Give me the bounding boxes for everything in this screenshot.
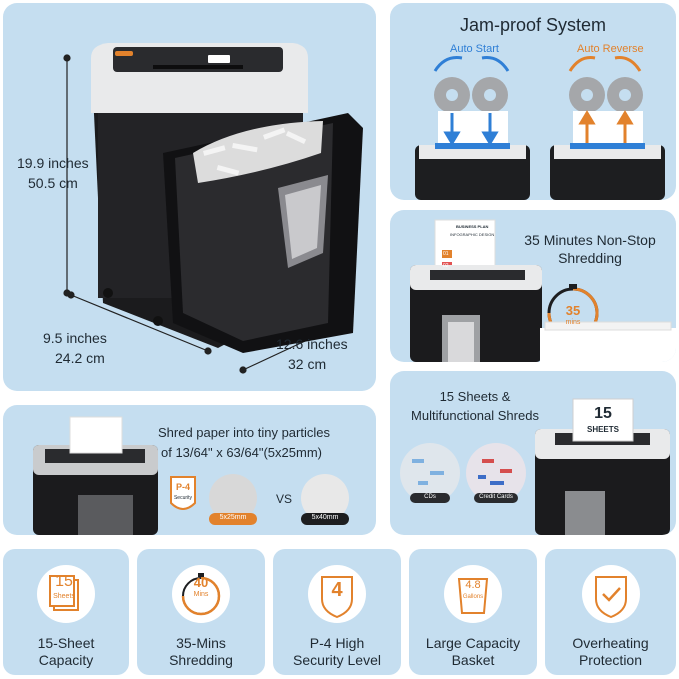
nonstop-line2: Shredding bbox=[558, 250, 622, 266]
basket-icon-number: 4.8 bbox=[465, 579, 481, 591]
timer-icon-number: 40 bbox=[193, 575, 209, 590]
feature-card-security: 4 P-4 High Security Level bbox=[273, 549, 401, 675]
jam-proof-illustration bbox=[415, 56, 665, 200]
timer-icon bbox=[172, 565, 230, 623]
capacity-label-line2: Capacity bbox=[38, 652, 94, 668]
shield-icon bbox=[308, 565, 366, 623]
card-subtitle: INFOGRAPHIC DESIGN bbox=[450, 232, 495, 237]
auto-reverse-label: Auto Reverse bbox=[577, 43, 644, 55]
badge-security: Security bbox=[173, 495, 193, 501]
size-large-label: 5x40mm bbox=[311, 514, 339, 521]
nonstop-illustration bbox=[410, 219, 676, 362]
jam-proof-title: Jam-proof System bbox=[459, 15, 607, 35]
main-product-panel: 19.9 inches 50.5 cm 9.5 inches 24.2 cm 1… bbox=[3, 3, 376, 391]
capacity-label: 15-Sheet Capacity bbox=[3, 635, 129, 669]
depth-inches-label: 9.5 inches bbox=[43, 330, 107, 346]
overheating-label-line2: Protection bbox=[578, 652, 643, 668]
capacity-icon-number: 15 bbox=[55, 573, 73, 590]
sheets-line1: 15 Sheets & bbox=[439, 389, 511, 404]
shield-icon-number: 4 bbox=[331, 579, 343, 601]
jam-proof-panel: Jam-proof System Auto Start Auto Reverse bbox=[390, 3, 676, 200]
height-cm-label: 50.5 cm bbox=[28, 175, 78, 191]
timer-unit: mins bbox=[565, 319, 581, 326]
shield-check-icon bbox=[581, 565, 640, 623]
basket-icon bbox=[444, 565, 502, 623]
sheets-illustration bbox=[400, 398, 670, 535]
nonstop-panel: 35 Minutes Non-Stop Shredding 35 mins BU… bbox=[390, 210, 676, 362]
shredding-time-label: 35-Mins Shredding bbox=[137, 635, 265, 669]
overheating-label-line1: Overheating bbox=[572, 635, 649, 651]
feature-card-overheating: Overheating Protection bbox=[545, 549, 676, 675]
shredder-illustration bbox=[63, 43, 363, 374]
sheets-line2: Multifunctional Shreds bbox=[411, 408, 539, 423]
shredding-time-label-line1: 35-Mins bbox=[176, 635, 226, 651]
auto-start-label: Auto Start bbox=[450, 43, 499, 55]
shred-size-panel: Shred paper into tiny particles of 13/64… bbox=[3, 405, 376, 535]
sign-word: SHEETS bbox=[586, 425, 619, 434]
basket-icon-sub: Gallons bbox=[462, 594, 484, 600]
shredding-time-label-line2: Shredding bbox=[169, 652, 233, 668]
badge-p4: P-4 bbox=[175, 482, 190, 492]
feature-card-basket: 4.8 Gallons Large Capacity Basket bbox=[409, 549, 537, 675]
card-step-1: 01 bbox=[443, 251, 449, 257]
credit-cards-label: Credit Cards bbox=[479, 494, 513, 500]
feature-card-shredding-time: 40 Mins 35-Mins Shredding bbox=[137, 549, 265, 675]
card-step-2: 02 bbox=[443, 263, 449, 269]
capacity-label-line1: 15-Sheet bbox=[37, 635, 95, 651]
basket-label: Large Capacity Basket bbox=[409, 635, 537, 669]
card-title: BUSINESS PLAN bbox=[456, 224, 489, 229]
capacity-icon-sub: Sheets bbox=[53, 593, 75, 600]
depth-cm-label: 24.2 cm bbox=[55, 350, 105, 366]
sign-number: 15 bbox=[594, 405, 612, 422]
shred-line2: of 13/64" x 63/64"(5x25mm) bbox=[161, 445, 322, 460]
height-inches-label: 19.9 inches bbox=[17, 155, 89, 171]
security-label: P-4 High Security Level bbox=[273, 635, 401, 669]
size-small-label: 5x25mm bbox=[219, 514, 247, 521]
sheets-stack-icon bbox=[37, 565, 95, 623]
sheets-panel: 15 Sheets & Multifunctional Shreds CDs C… bbox=[390, 371, 676, 535]
basket-label-line2: Basket bbox=[451, 652, 495, 668]
security-label-line2: Security Level bbox=[293, 652, 381, 668]
shred-size-illustration bbox=[33, 416, 349, 535]
vs-label: VS bbox=[275, 492, 292, 506]
timer-icon-sub: Mins bbox=[193, 591, 209, 598]
width-inches-label: 12.6 inches bbox=[276, 336, 348, 352]
basket-label-line1: Large Capacity bbox=[425, 635, 521, 651]
security-label-line1: P-4 High bbox=[309, 635, 365, 651]
feature-card-capacity: 15 Sheets 15-Sheet Capacity bbox=[3, 549, 129, 675]
width-cm-label: 32 cm bbox=[288, 356, 327, 372]
nonstop-line1: 35 Minutes Non-Stop bbox=[524, 232, 656, 248]
timer-value: 35 bbox=[565, 303, 581, 318]
overheating-label: Overheating Protection bbox=[545, 635, 676, 669]
shred-line1: Shred paper into tiny particles bbox=[158, 425, 330, 440]
cds-label: CDs bbox=[424, 494, 436, 500]
